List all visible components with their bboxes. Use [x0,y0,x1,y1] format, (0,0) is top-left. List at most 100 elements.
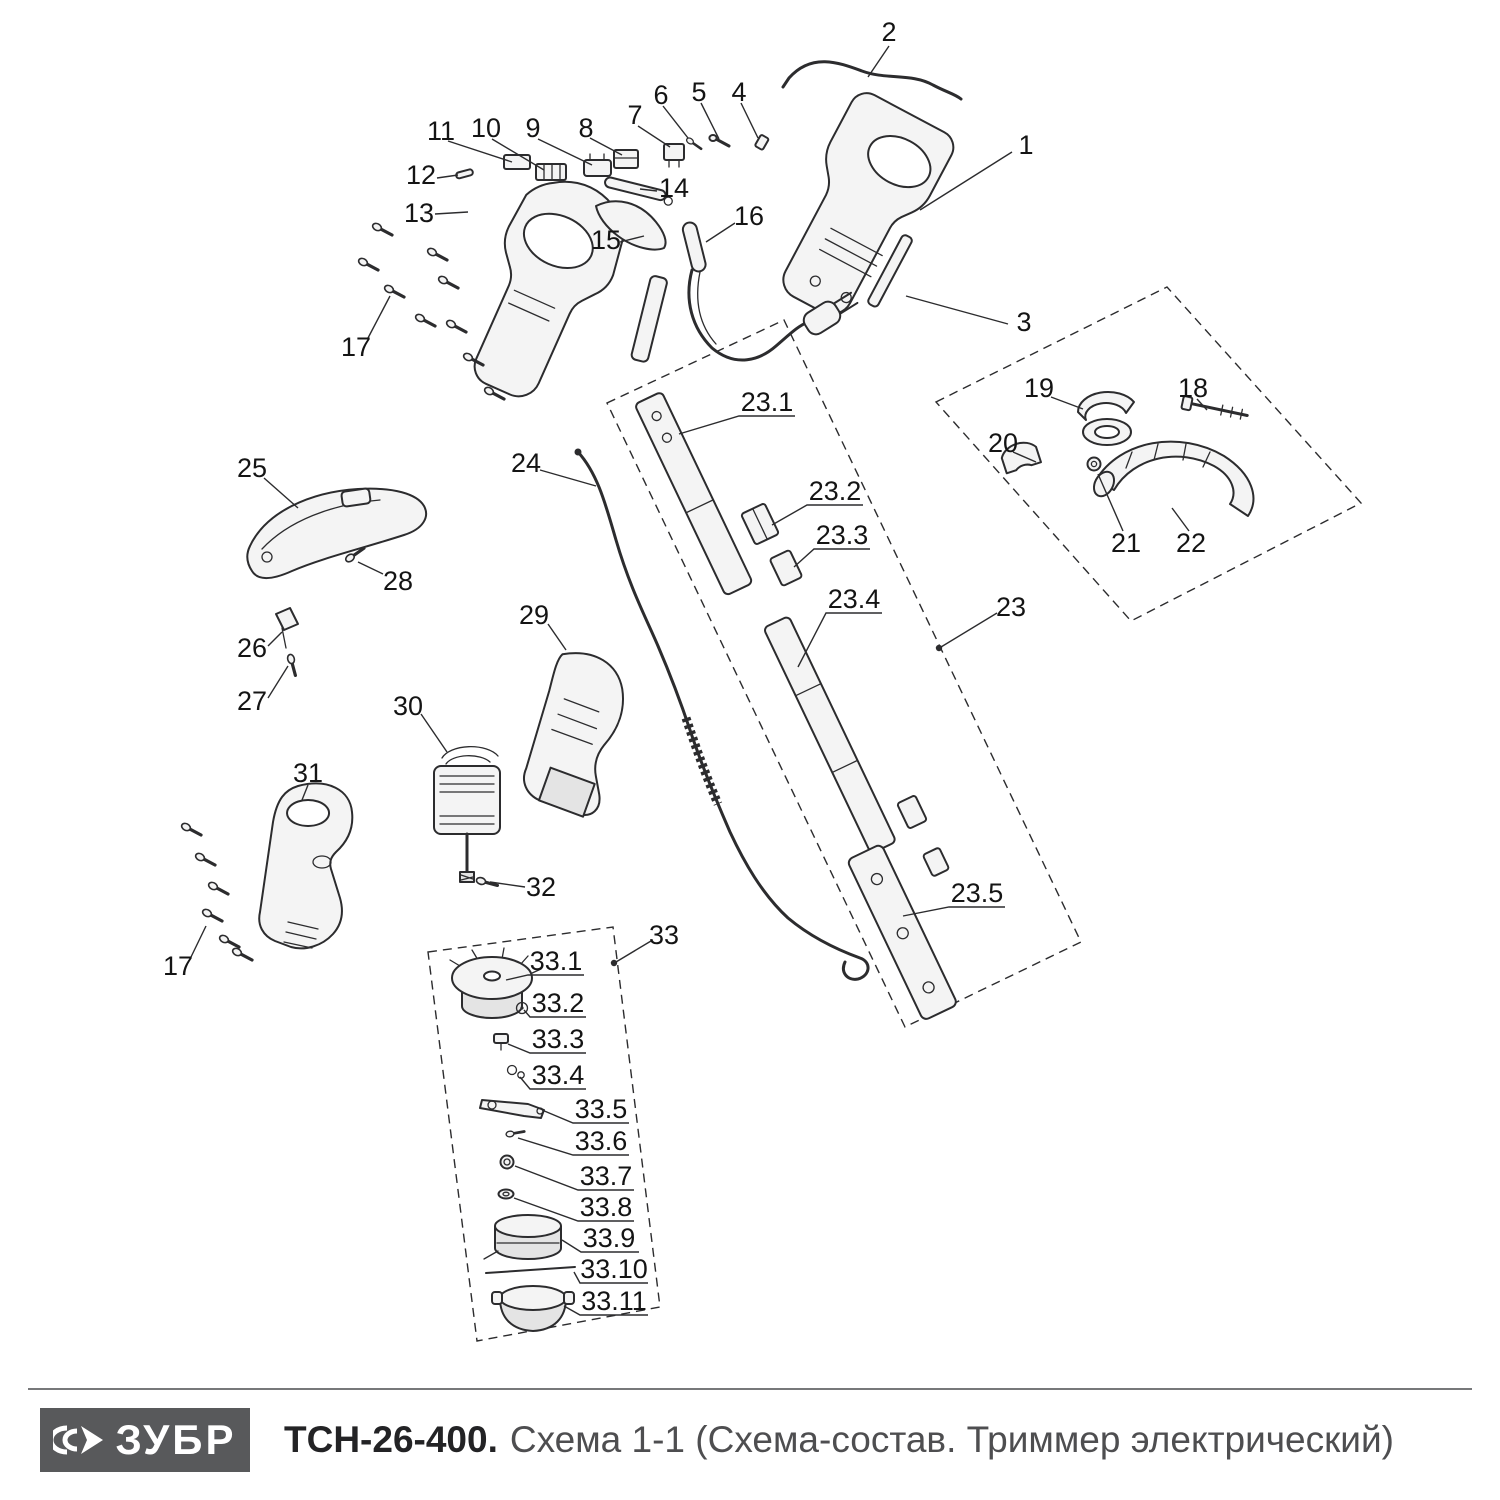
leader-line-33-2 [523,1009,586,1018]
part-23-3-coupler [769,549,803,587]
part-label-13: 13 [404,198,434,228]
part-label-18: 18 [1178,373,1208,403]
part-20-clamp-half [1000,441,1042,475]
part-label-16: 16 [734,201,764,231]
part-33-8-washer [497,1188,515,1200]
leader-line-21 [1097,473,1124,532]
part-label-33-10: 33.10 [580,1254,648,1284]
schema-title: ТСН-26-400.Схема 1-1 (Схема-состав. Трим… [284,1419,1394,1461]
part-label-23: 23 [996,592,1026,622]
leader-line-14 [639,188,658,192]
part-label-20: 20 [988,428,1018,458]
part-6-screw [684,135,704,153]
part-16-cord-with-plug [681,221,859,362]
part-17-screws-lower [178,820,256,965]
part-27-screw [285,652,301,678]
part-label-33-5: 33.5 [575,1094,628,1124]
leader-line-10 [491,138,545,171]
handle-assembly-box [934,286,1363,622]
leader-line-1 [919,151,1013,211]
part-33-6-screw [504,1127,527,1139]
leader-line-17 [190,925,207,958]
part-label-25: 25 [237,453,267,483]
leader-line-33-11 [563,1305,648,1316]
part-label-23-4: 23.4 [828,584,881,614]
leader-line-16 [705,222,736,243]
part-label-9: 9 [525,113,540,143]
part-23-1-upper-tube [635,392,753,596]
leader-line-33-10 [573,1271,648,1284]
leader-line-23 [940,612,998,648]
leader-line-33-7 [514,1165,634,1191]
leader-line-22 [1171,507,1190,532]
leader-line-32 [489,881,526,888]
part-label-23-1: 23.1 [741,387,794,417]
part-label-15: 15 [591,225,621,255]
part-13-cover-strip [630,275,668,363]
leader-line-23-2 [771,504,863,526]
leader-line-11 [447,140,513,163]
part-label-33-2: 33.2 [532,988,585,1018]
leader-line-33-9 [561,1239,639,1253]
part-label-10: 10 [471,113,501,143]
leader-line-5 [700,102,720,140]
schema-model: ТСН-26-400. [284,1419,498,1460]
part-label-19: 19 [1024,373,1054,403]
part-label-2: 2 [881,17,896,47]
part-label-1: 1 [1018,130,1033,160]
part-15-lever [595,200,667,251]
part-18-bolt [1180,395,1249,420]
leader-line-33-4 [519,1076,586,1090]
leader-line-23-5 [902,906,1005,917]
leader-line-4 [740,102,759,139]
leader-line-3 [905,295,1009,325]
part-33-11-spool-cover [491,1285,575,1332]
leader-line-8 [589,137,623,156]
part-23-clamp-b [922,847,950,877]
part-label-22: 22 [1176,528,1206,558]
leader-line-28 [357,561,384,575]
part-23-2-coupler [740,503,780,545]
part-7-switch [663,143,685,168]
leader-line-23-4 [797,612,882,668]
leader-line-33-5 [541,1109,629,1124]
leader-dot [610,959,618,967]
part-label-12: 12 [406,160,436,190]
leader-line-9 [537,138,593,166]
title-block: ЗУБР ТСН-26-400.Схема 1-1 (Схема-состав.… [0,1388,1500,1500]
part-26-latch [275,607,299,649]
leader-line-23-3 [793,548,870,568]
part-label-7: 7 [627,100,642,130]
part-label-14: 14 [659,173,689,203]
zubr-logo-text: ЗУБР [115,1416,237,1463]
leader-dot [935,644,943,652]
part-33-1-head-base [449,947,542,1019]
part-label-4: 4 [731,77,746,107]
leader-line-13 [434,211,469,215]
part-label-17: 17 [341,332,371,362]
leader-line-25 [263,477,299,509]
leader-line-31 [301,784,309,801]
part-11-block [503,154,531,170]
part-33-5-cutter [479,1099,545,1119]
part-label-33-8: 33.8 [580,1192,633,1222]
part-label-31: 31 [293,758,323,788]
part-31-lower-housing [258,782,354,950]
part-2-power-cord [781,60,963,101]
part-label-33-9: 33.9 [583,1223,636,1253]
part-label-33-3: 33.3 [532,1024,585,1054]
part-label-23-3: 23.3 [816,520,869,550]
leader-line-24 [539,469,597,487]
part-label-26: 26 [237,633,267,663]
part-label-33-6: 33.6 [575,1126,628,1156]
part-label-32: 32 [526,872,556,902]
leader-line-15 [619,235,645,243]
leader-line-29 [547,623,567,651]
part-label-8: 8 [578,113,593,143]
part-23-4-lower-tube [764,616,896,854]
part-25-guard [246,487,428,580]
part-33-2-circlip [515,1001,529,1015]
